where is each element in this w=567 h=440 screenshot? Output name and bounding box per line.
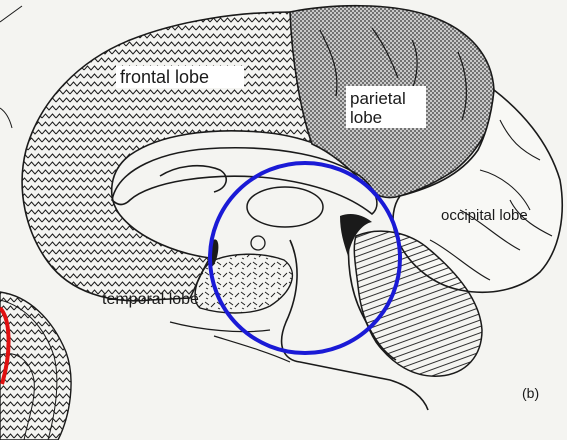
basal-contours bbox=[170, 322, 290, 362]
occipital-lobe-label: occipital lobe bbox=[441, 207, 528, 224]
frontal-lobe-label: frontal lobe bbox=[120, 67, 209, 87]
parietal-lobe-label-line2: lobe bbox=[350, 108, 382, 127]
mammillary-body bbox=[251, 236, 265, 250]
thalamus bbox=[247, 187, 323, 227]
upper-left-marks bbox=[0, 6, 22, 128]
panel-label: (b) bbox=[522, 385, 539, 401]
temporal-lobe-label: temporal lobe bbox=[102, 291, 199, 308]
parietal-lobe-label-line1: parietal bbox=[350, 89, 406, 108]
left-partial-brain bbox=[0, 292, 71, 440]
